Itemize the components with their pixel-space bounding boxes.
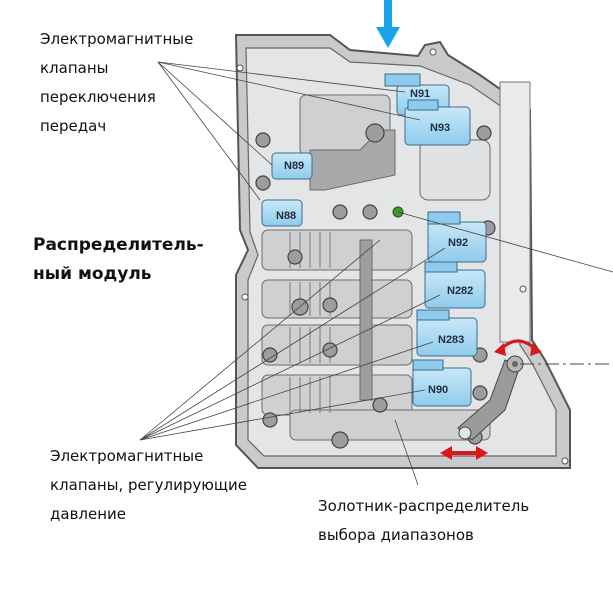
- valve-body-label: Распределитель- ный модуль: [33, 230, 204, 288]
- label-line: клапаны, регулирующие: [50, 476, 247, 494]
- label-line: Электромагнитные: [50, 447, 204, 465]
- leader-lines: [139, 61, 613, 486]
- label-line: Электромагнитные: [40, 30, 194, 48]
- solenoid-n92: N92: [427, 211, 487, 263]
- solenoid-label-n89: N89: [284, 160, 304, 172]
- solenoid-label-n88: N88: [276, 210, 296, 222]
- label-line: Золотник-распределитель: [318, 497, 530, 515]
- solenoid-label-n92: N92: [448, 237, 468, 249]
- pressure-solenoids-label: Электромагнитные клапаны, регулирующие д…: [50, 442, 247, 529]
- solenoid-n90: N90: [412, 359, 472, 407]
- solenoid-n93: N93: [404, 99, 471, 146]
- label-line: переключения: [40, 88, 156, 106]
- solenoid-n283: N283: [416, 309, 478, 357]
- selector-lever: [457, 355, 524, 441]
- solenoid-n88: N88: [261, 199, 303, 227]
- shift-solenoids-label: Электромагнитные клапаны переключения пе…: [40, 25, 193, 141]
- solenoid-label-n90: N90: [428, 384, 448, 396]
- solenoid-label-n91: N91: [410, 88, 430, 100]
- selector-valve-label: Золотник-распределитель выбора диапазоно…: [318, 492, 529, 550]
- label-line: ный модуль: [33, 264, 152, 284]
- label-line: давление: [50, 505, 127, 523]
- solenoid-label-n93: N93: [430, 122, 450, 134]
- bolts: [255, 90, 496, 449]
- label-line: передач: [40, 117, 107, 135]
- view-direction-arrow-icon: [376, 0, 400, 48]
- label-line: Распределитель-: [33, 235, 204, 255]
- solenoid-label-n283: N283: [438, 334, 464, 346]
- label-line: клапаны: [40, 59, 109, 77]
- linear-arrow-icon: [440, 446, 488, 460]
- solenoid-n89: N89: [271, 152, 313, 180]
- label-line: выбора диапазонов: [318, 526, 474, 544]
- solenoid-label-n282: N282: [447, 285, 473, 297]
- solenoid-n282: N282: [424, 261, 486, 309]
